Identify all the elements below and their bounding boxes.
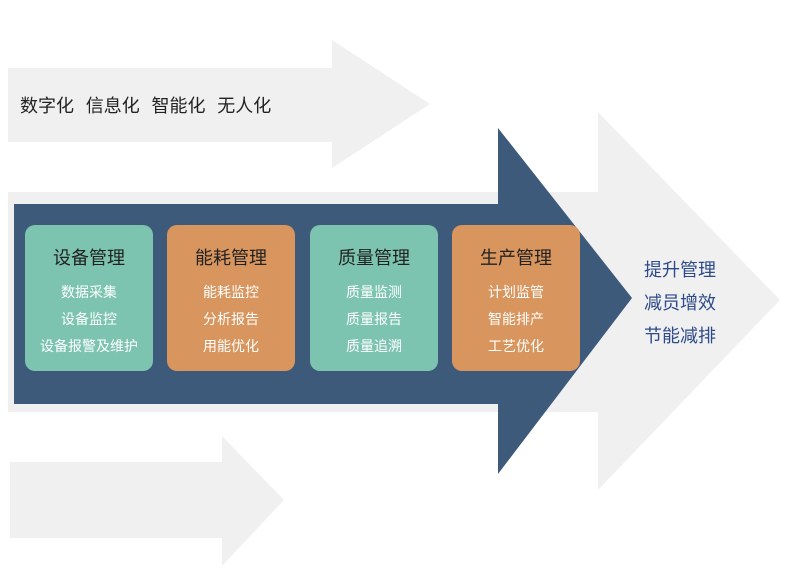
module-item: 分析报告 [203, 312, 259, 328]
module-item: 数据采集 [61, 285, 117, 301]
module-title: 能耗管理 [195, 248, 267, 269]
module-item: 能耗监控 [203, 285, 259, 301]
module-item: 质量追溯 [346, 339, 402, 355]
module-title: 质量管理 [338, 248, 410, 269]
outcome-item: 节能减排 [644, 326, 716, 347]
module-item: 质量报告 [346, 312, 402, 328]
module-item: 智能排产 [488, 312, 544, 328]
headline: 数字化 信息化 智能化 无人化 [20, 92, 277, 118]
module-card-energy: 能耗管理 能耗监控 分析报告 用能优化 [167, 225, 295, 371]
module-item: 设备监控 [61, 312, 117, 328]
headline-item-unmanned: 无人化 [217, 96, 272, 117]
outcome-item: 提升管理 [644, 260, 716, 281]
outcomes-list: 提升管理 减员增效 节能减排 [644, 254, 716, 353]
module-card-quality: 质量管理 质量监测 质量报告 质量追溯 [310, 225, 438, 371]
module-title: 设备管理 [53, 248, 125, 269]
top-ghost-arrow [8, 40, 430, 168]
bottom-ghost-arrow [10, 436, 284, 566]
module-card-production: 生产管理 计划监管 智能排产 工艺优化 [452, 225, 580, 371]
headline-item-intelligentization: 智能化 [151, 96, 206, 117]
outcome-item: 减员增效 [644, 293, 716, 314]
module-item: 计划监管 [488, 285, 544, 301]
module-item: 工艺优化 [488, 339, 544, 355]
module-item: 质量监测 [346, 285, 402, 301]
module-title: 生产管理 [480, 248, 552, 269]
module-item: 设备报警及维护 [40, 339, 138, 355]
module-item: 用能优化 [203, 339, 259, 355]
module-card-equipment: 设备管理 数据采集 设备监控 设备报警及维护 [25, 225, 153, 371]
headline-item-informatization: 信息化 [85, 96, 140, 117]
headline-item-digitalization: 数字化 [20, 96, 74, 117]
